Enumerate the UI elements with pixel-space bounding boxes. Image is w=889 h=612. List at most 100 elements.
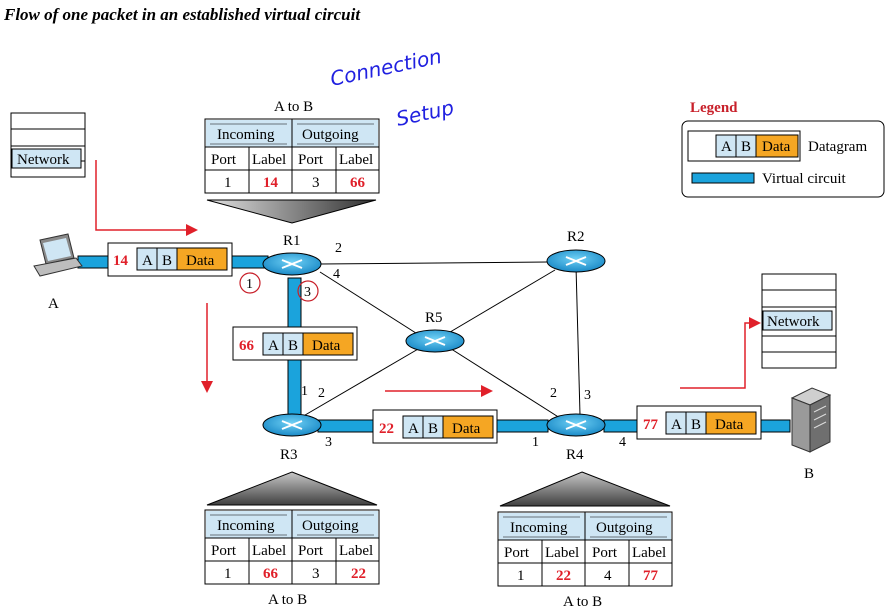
packet-1-label: 14 [113,253,129,269]
table-r4-out-port: 4 [604,568,612,584]
table-r3-pointer [206,471,378,506]
packet-1-a: A [142,253,153,269]
packet-4-data: Data [715,417,744,433]
network-label-left: Network [17,152,70,168]
router-r2-label: R2 [567,229,585,245]
legend-datagram-icon [687,130,801,162]
port-circle-r1-3 [297,280,319,302]
table-r3-col-label-out: Label [339,543,373,559]
router-r4-icon [546,413,606,437]
port-r1-2: 2 [335,241,342,256]
table-r3-col-label-in: Label [252,543,286,559]
packet-4-label: 77 [643,417,659,433]
port-circle-r1-1 [239,272,261,294]
host-b-label: B [804,466,814,482]
packet-1-data: Data [186,253,215,269]
network-box-right [761,273,837,369]
table-r1-col-port-in: Port [211,152,237,168]
port-r4-1: 1 [532,435,539,450]
packet-label-14 [107,242,233,277]
table-r1-pointer [206,199,377,224]
table-r4-outgoing: Outgoing [596,520,653,536]
legend-virtual-circuit-label: Virtual circuit [762,171,846,187]
table-r3-outgoing: Outgoing [302,518,359,534]
table-r4-col-label-out: Label [632,545,666,561]
table-r4-pointer [499,471,671,507]
table-r3-incoming: Incoming [217,518,275,534]
port-r4-3: 3 [584,388,591,403]
router-r3-label: R3 [280,447,298,463]
table-r4-incoming: Incoming [510,520,568,536]
port-r3-3: 3 [325,435,332,450]
packet-label-66 [232,326,358,361]
table-r3-out-port: 3 [312,566,320,582]
table-r1-col-label-out: Label [339,152,373,168]
packet-2-a: A [268,338,279,354]
table-r1-outgoing: Outgoing [302,127,359,143]
packet-2-label: 66 [239,338,255,354]
table-r1-caption: A to B [274,99,313,115]
legend-virtual-circuit-icon [691,172,755,184]
packet-3-label: 22 [379,421,394,437]
table-r3-in-port: 1 [224,566,232,582]
packet-4-a: A [671,417,682,433]
table-r1-col-port-out: Port [298,152,324,168]
table-r4-in-port: 1 [517,568,525,584]
legend-packet-a: A [721,139,732,155]
table-r3-out-label: 22 [351,566,366,582]
router-r1-label: R1 [283,233,301,249]
packet-label-22 [372,409,498,444]
server-icon [790,387,832,453]
legend-datagram-label: Datagram [808,139,867,155]
table-r3-grid [204,509,380,585]
laptop-icon [33,233,83,277]
table-r4-col-port-out: Port [592,545,618,561]
table-r3-caption: A to B [268,592,307,608]
network-label-right: Network [767,314,820,330]
port-r3-1: 1 [301,384,308,399]
table-r3-col-port-in: Port [211,543,237,559]
port-r1-3: 3 [304,285,311,300]
flow-arrows [95,160,761,397]
router-r5-icon [405,329,465,353]
table-r1-grid [204,118,380,194]
packet-2-b: B [288,338,298,354]
router-r3-icon [262,413,322,437]
router-r2-icon [546,249,606,273]
legend-packet-data: Data [762,139,791,155]
legend-title: Legend [690,100,738,116]
diagram-title: Flow of one packet in an established vir… [3,5,361,24]
network-links [299,261,581,419]
port-r4-4: 4 [619,435,626,450]
packet-1-b: B [162,253,172,269]
table-r1-out-label: 66 [350,175,366,191]
packet-label-77 [636,405,762,440]
table-r4-out-label: 77 [643,568,659,584]
table-r1-in-port: 1 [224,175,232,191]
table-r4-col-port-in: Port [504,545,530,561]
table-r4-caption: A to B [563,594,602,610]
table-r1-col-label-in: Label [252,152,286,168]
host-a-label: A [48,296,59,312]
table-r1-in-label: 14 [263,175,279,191]
table-r1-out-port: 3 [312,175,320,191]
table-r3-col-port-out: Port [298,543,324,559]
port-r1-4: 4 [333,267,340,282]
table-r4-in-label: 22 [556,568,571,584]
router-r5-label: R5 [425,310,443,326]
packet-3-data: Data [452,421,481,437]
network-box-left [10,112,86,178]
router-r1-icon [262,252,322,276]
annotation-setup: Setup [394,95,456,131]
packet-2-data: Data [312,338,341,354]
legend-packet-b: B [741,139,751,155]
router-r4-label: R4 [566,447,584,463]
packet-3-a: A [408,421,419,437]
annotation-connection: Connection [328,44,444,91]
packet-4-b: B [691,417,701,433]
table-r4-col-label-in: Label [545,545,579,561]
port-r1-1: 1 [246,277,253,292]
table-r1-incoming: Incoming [217,127,275,143]
table-r3-in-label: 66 [263,566,279,582]
